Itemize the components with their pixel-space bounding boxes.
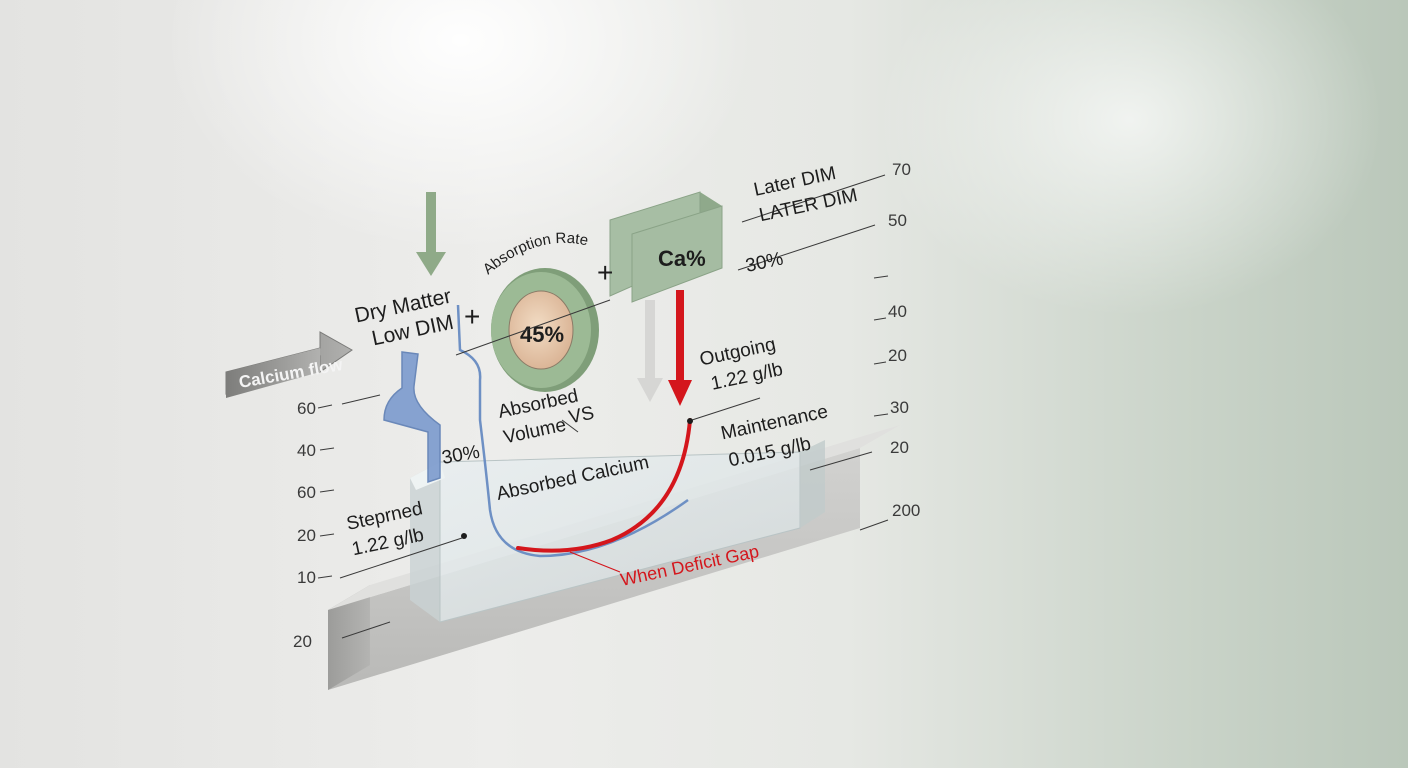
absorption-ring xyxy=(491,268,599,392)
blue-stopper xyxy=(383,351,441,484)
left-tick-0: 60 xyxy=(297,399,316,418)
plus-right: + xyxy=(597,257,613,288)
grey-down-arrow xyxy=(637,300,663,402)
right-tick-2: 40 xyxy=(888,302,907,321)
ca-box-label: Ca% xyxy=(658,246,706,271)
absorption-ring-value: 45% xyxy=(520,322,564,347)
leader-lines xyxy=(339,174,889,639)
maintenance-line1: Maintenance xyxy=(719,401,830,444)
left-tick-3: 20 xyxy=(297,526,316,545)
dry-matter-label: Dry Matter Low DIM xyxy=(353,285,456,351)
later-dim-label: Later DIM LATER DIM xyxy=(752,163,860,226)
outgoing-label: Outgoing 1.22 g/lb xyxy=(698,334,785,395)
left-ticks: 60 40 60 20 10 20 xyxy=(293,399,335,651)
right-tick-1: 50 xyxy=(888,211,907,230)
left-tick-4: 10 xyxy=(297,568,316,587)
right-tick-5: 20 xyxy=(890,438,909,457)
green-down-arrow xyxy=(416,192,446,276)
left-tick-1: 40 xyxy=(297,441,316,460)
left-tick-5: 20 xyxy=(293,632,312,651)
point-stepped xyxy=(461,533,467,539)
absorbed-volume-vs: VS xyxy=(567,403,596,429)
right-tick-3: 20 xyxy=(888,346,907,365)
plus-left: + xyxy=(464,301,480,332)
point-outgoing xyxy=(687,418,693,424)
right-tick-4: 30 xyxy=(890,398,909,417)
red-down-arrow xyxy=(668,290,692,406)
calcium-flow-arrow xyxy=(225,331,353,398)
right-ticks: 70 50 40 20 30 20 200 xyxy=(873,160,920,520)
left-tick-2: 60 xyxy=(297,483,316,502)
absorbed-volume-label: Absorbed Volume VS xyxy=(496,385,596,448)
right-tick-0: 70 xyxy=(892,160,911,179)
red-flow-line xyxy=(516,418,692,553)
right-tick-6: 200 xyxy=(892,501,920,520)
ca-box xyxy=(609,191,723,303)
thirty-pct-top: 30% xyxy=(744,248,786,276)
